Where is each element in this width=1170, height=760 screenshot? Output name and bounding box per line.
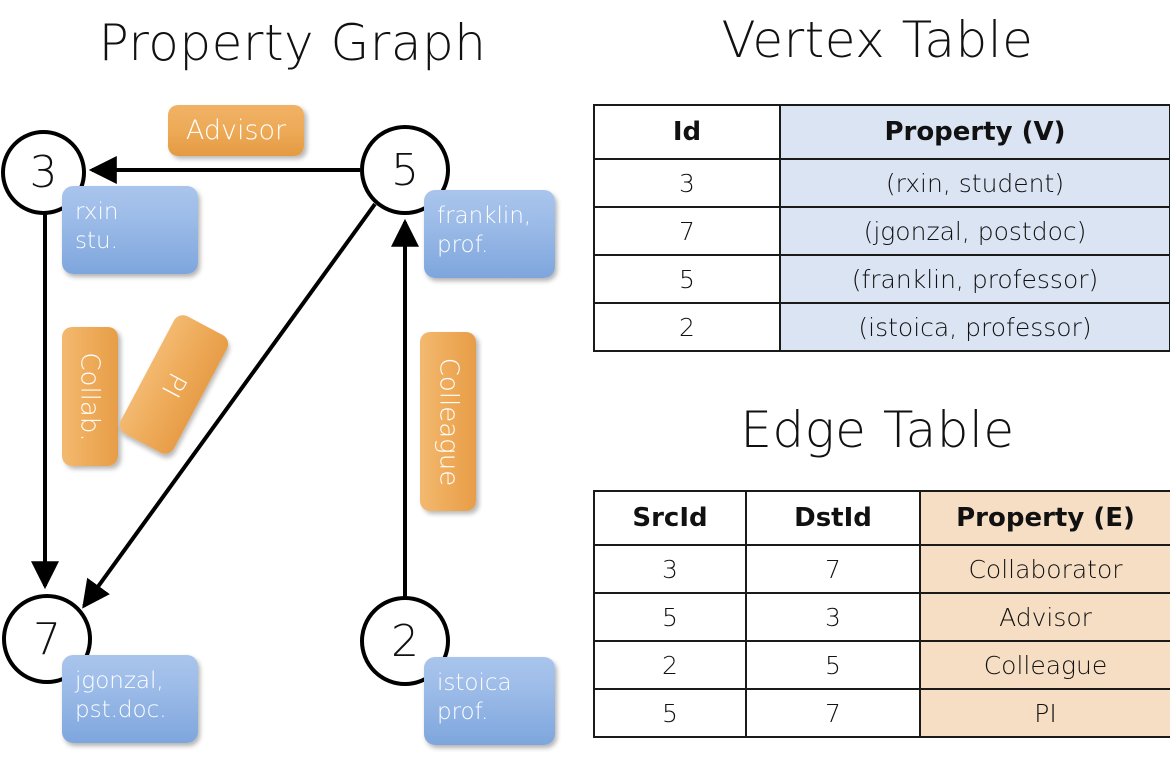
node-property-box-5: franklin, prof. — [424, 190, 555, 278]
node-property-3-line1: rxin — [75, 199, 119, 225]
graph-node-5[interactable]: 5 — [360, 125, 450, 215]
graph-edges-svg — [31, 156, 419, 609]
edge-label-pi-text: PI — [155, 367, 193, 402]
edge-cell-property: Colleague — [919, 640, 1170, 690]
vertex-table-header-id: Id — [593, 104, 781, 160]
vertex-cell-property: (rxin, student) — [779, 158, 1170, 208]
edge-cell-src: 5 — [593, 592, 747, 642]
table-row[interactable]: 3 (rxin, student) — [593, 158, 1170, 208]
edge-cell-property: Collaborator — [919, 544, 1170, 594]
table-row[interactable]: 7 (jgonzal, postdoc) — [593, 206, 1170, 256]
page-title-edge-table: Edge Table — [740, 401, 1015, 459]
vertex-cell-property: (jgonzal, postdoc) — [779, 206, 1170, 256]
edge-5-to-7 — [82, 202, 377, 609]
vertex-cell-id: 5 — [593, 254, 781, 304]
edge-cell-property: Advisor — [919, 592, 1170, 642]
node-property-3-line2: stu. — [75, 228, 118, 254]
vertex-cell-property: (franklin, professor) — [779, 254, 1170, 304]
table-row[interactable]: 5 3 Advisor — [593, 592, 1170, 642]
page-title-vertex-table: Vertex Table — [721, 11, 1034, 69]
edge-label-colleague: Colleague — [420, 332, 476, 511]
vertex-cell-id: 3 — [593, 158, 781, 208]
edge-table: SrcId DstId Property (E) 3 7 Collaborato… — [593, 490, 1170, 738]
node-property-5-line1: franklin, — [437, 203, 532, 229]
page-title-property-graph: Property Graph — [98, 14, 487, 72]
node-property-7-line2: pst.doc. — [75, 697, 167, 723]
edge-cell-src: 5 — [593, 688, 747, 738]
edge-cell-dst: 3 — [745, 592, 921, 642]
node-property-7-line1: jgonzal, — [75, 668, 164, 694]
edge-label-advisor-text: Advisor — [185, 115, 287, 146]
edge-label-collab-text: Collab. — [75, 351, 105, 442]
edge-label-advisor: Advisor — [168, 105, 304, 156]
edge-table-header-dstid: DstId — [745, 490, 921, 546]
edge-table-header-row: SrcId DstId Property (E) — [593, 490, 1170, 546]
table-row[interactable]: 3 7 Collaborator — [593, 544, 1170, 594]
edge-cell-property: PI — [919, 688, 1170, 738]
node-property-2-line1: istoica — [437, 670, 512, 696]
graph-node-2[interactable]: 2 — [360, 596, 450, 686]
edge-label-collab: Collab. — [62, 327, 118, 466]
edge-cell-dst: 5 — [745, 640, 921, 690]
edge-table-header-srcid: SrcId — [593, 490, 747, 546]
edge-cell-dst: 7 — [745, 544, 921, 594]
edge-cell-src: 2 — [593, 640, 747, 690]
vertex-table: Id Property (V) 3 (rxin, student) 7 (jgo… — [593, 104, 1170, 352]
vertex-cell-id: 7 — [593, 206, 781, 256]
node-property-5-line2: prof. — [437, 232, 489, 258]
edge-cell-dst: 7 — [745, 688, 921, 738]
vertex-cell-property: (istoica, professor) — [779, 302, 1170, 352]
node-property-box-7: jgonzal, pst.doc. — [62, 655, 198, 743]
table-row[interactable]: 2 (istoica, professor) — [593, 302, 1170, 352]
edge-table-header-property: Property (E) — [919, 490, 1170, 546]
table-row[interactable]: 2 5 Colleague — [593, 640, 1170, 690]
edge-cell-src: 3 — [593, 544, 747, 594]
node-property-box-3: rxin stu. — [62, 186, 198, 274]
vertex-table-header-property: Property (V) — [779, 104, 1170, 160]
vertex-table-header-row: Id Property (V) — [593, 104, 1170, 160]
node-property-box-2: istoica prof. — [424, 657, 555, 745]
node-property-2-line2: prof. — [437, 699, 489, 725]
table-row[interactable]: 5 (franklin, professor) — [593, 254, 1170, 304]
edge-label-colleague-text: Colleague — [433, 357, 464, 486]
table-row[interactable]: 5 7 PI — [593, 688, 1170, 738]
vertex-cell-id: 2 — [593, 302, 781, 352]
